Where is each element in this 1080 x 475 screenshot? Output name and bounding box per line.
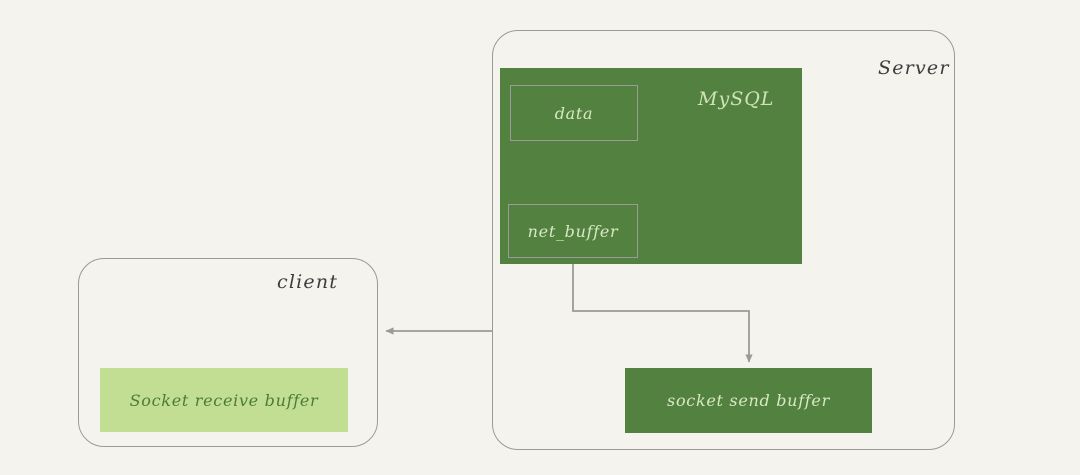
client-container	[78, 258, 378, 447]
socket-receive-buffer-label: Socket receive buffer	[129, 390, 319, 410]
socket-send-buffer-box: socket send buffer	[625, 368, 872, 433]
mysql-title: MySQL	[698, 88, 775, 110]
net-buffer-box-label: net_buffer	[527, 221, 619, 241]
server-container	[492, 30, 955, 450]
socket-send-buffer-label: socket send buffer	[667, 391, 830, 410]
data-box-label: data	[554, 103, 594, 123]
data-box: data	[510, 85, 638, 141]
server-title: Server	[878, 57, 950, 79]
socket-receive-buffer-box: Socket receive buffer	[100, 368, 348, 432]
client-title: client	[277, 271, 339, 293]
net-buffer-box: net_buffer	[508, 204, 638, 258]
